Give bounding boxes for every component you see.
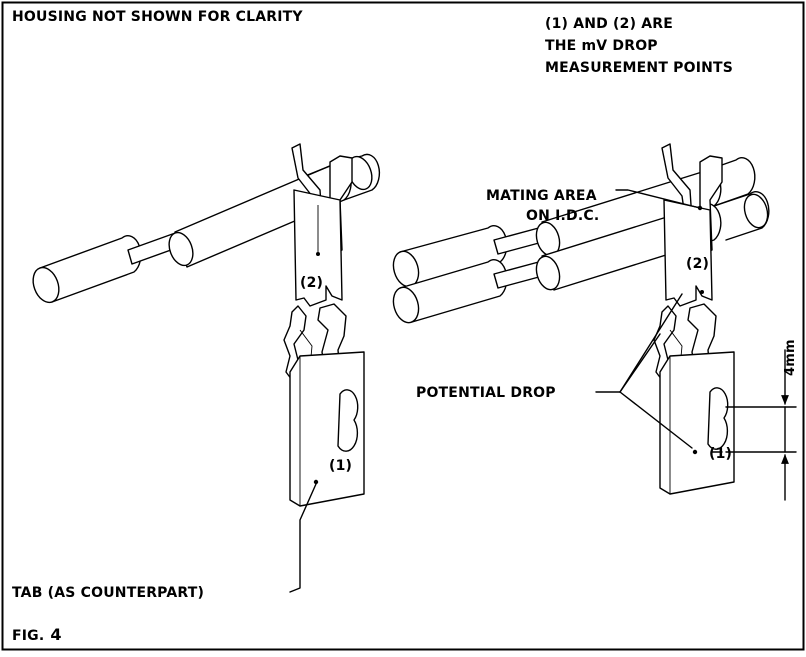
point-1-label-right: (1) — [709, 446, 732, 462]
potential-drop-label: POTENTIAL DROP — [416, 385, 556, 401]
left-point-1-dot — [313, 479, 319, 485]
left-wire — [32, 153, 381, 304]
point-1-label-left: (1) — [329, 458, 352, 474]
mating-leader-line — [615, 189, 701, 209]
dimension-label: 4mm — [783, 339, 798, 376]
right-point-1-dot — [692, 449, 698, 455]
right-assembly — [392, 143, 797, 501]
left-assembly — [32, 143, 381, 593]
figure-caption: FIG. 4 — [12, 625, 62, 644]
right-wire-upper — [392, 157, 756, 288]
tab-leader-line — [289, 483, 317, 593]
figure-prefix: FIG. — [12, 628, 44, 644]
potential-drop-leaders — [595, 293, 693, 449]
left-tab — [289, 351, 365, 507]
tab-label: TAB (AS COUNTERPART) — [12, 585, 204, 601]
dimension-4mm — [711, 349, 797, 501]
figure-number: 4 — [50, 625, 61, 644]
note-line-1: (1) AND (2) ARE — [545, 16, 673, 32]
note-line-3: MEASUREMENT POINTS — [545, 60, 733, 76]
mating-area-label: MATING AREA — [486, 188, 597, 204]
point-2-label-left: (2) — [300, 275, 323, 291]
note-line-2: THE mV DROP — [545, 38, 658, 54]
right-tab — [659, 351, 735, 495]
header-note: HOUSING NOT SHOWN FOR CLARITY — [12, 9, 303, 25]
mating-area-sublabel: ON I.D.C. — [526, 208, 599, 224]
point-2-label-right: (2) — [686, 256, 709, 272]
